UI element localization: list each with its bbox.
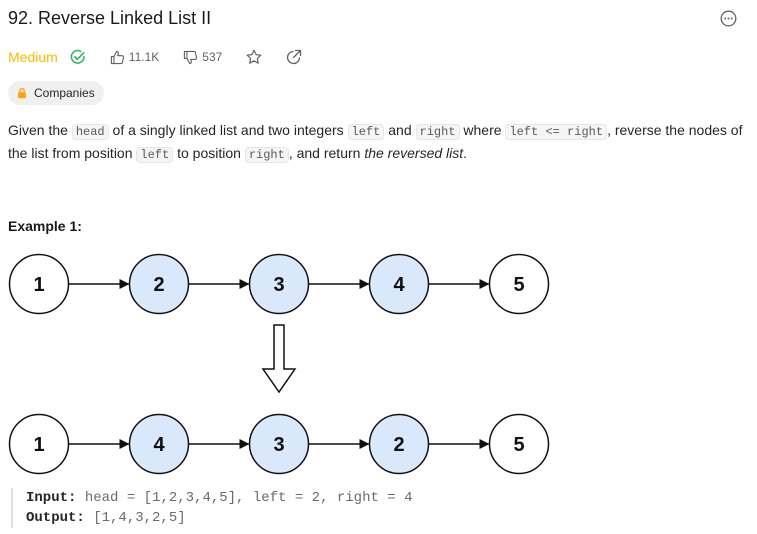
- companies-tag[interactable]: Companies: [8, 81, 104, 105]
- problem-title: 92. Reverse Linked List II: [8, 8, 212, 28]
- transform-arrow-icon: [261, 324, 297, 394]
- input-label: Input:: [26, 490, 77, 506]
- node-value: 5: [513, 434, 524, 456]
- example-block: Input: head = [1,2,3,4,5], left = 2, rig…: [11, 488, 412, 528]
- linked-list-diagram: 1 2 3 4 5 1 4 3 2 5: [8, 253, 550, 475]
- inline-code: left: [136, 147, 174, 163]
- example-title: Example 1:: [8, 218, 82, 234]
- desc-text: where: [459, 122, 506, 138]
- dislike-button[interactable]: 537: [183, 50, 222, 65]
- like-button[interactable]: 11.1K: [110, 50, 159, 65]
- output-label: Output:: [26, 510, 85, 526]
- like-count: 11.1K: [128, 50, 160, 64]
- list-node: [8, 253, 70, 315]
- desc-text: Given the: [8, 122, 72, 138]
- list-node: [488, 253, 550, 315]
- more-options-icon: [720, 10, 737, 27]
- thumbs-up-icon: [110, 50, 124, 64]
- example-output-line: Output: [1,4,3,2,5]: [26, 508, 412, 528]
- inline-code: head: [71, 124, 109, 140]
- node-value: 5: [513, 274, 524, 296]
- star-icon: [246, 49, 262, 64]
- list-node: [128, 253, 190, 315]
- thumbs-down-icon: [184, 50, 198, 64]
- list-node: [128, 413, 190, 475]
- desc-text: .: [463, 145, 468, 161]
- inline-code: right: [415, 124, 460, 140]
- node-value: 4: [153, 434, 165, 456]
- output-value: [1,4,3,2,5]: [93, 510, 186, 526]
- companies-label: Companies: [34, 86, 95, 100]
- node-value: 1: [33, 274, 44, 296]
- lock-icon: [18, 87, 26, 99]
- inline-code: left <= right: [505, 124, 608, 140]
- inline-code: left: [347, 124, 385, 140]
- node-value: 3: [273, 274, 284, 296]
- list-node: [488, 413, 550, 475]
- node-value: 1: [33, 434, 44, 456]
- solved-status: [70, 49, 86, 65]
- desc-text: of a singly linked list and two integers: [108, 122, 348, 138]
- more-options-button[interactable]: [720, 10, 737, 27]
- problem-description: Given the head of a singly linked list a…: [8, 120, 748, 166]
- node-value: 3: [273, 434, 284, 456]
- list-node: [368, 253, 430, 315]
- list-node: [368, 413, 430, 475]
- desc-emphasis: the reversed list: [364, 145, 464, 161]
- list-node: [248, 413, 310, 475]
- input-value: head = [1,2,3,4,5], left = 2, right = 4: [84, 490, 413, 506]
- share-button[interactable]: [286, 49, 302, 65]
- solved-check-icon: [70, 49, 85, 64]
- list-node: [248, 253, 310, 315]
- problem-meta: Medium 11.1K 537: [8, 46, 302, 68]
- node-value: 2: [153, 274, 164, 296]
- example-input-line: Input: head = [1,2,3,4,5], left = 2, rig…: [26, 488, 412, 508]
- list-node: [8, 413, 70, 475]
- desc-text: and: [384, 122, 416, 138]
- dislike-count: 537: [202, 50, 223, 64]
- difficulty-badge: Medium: [8, 49, 58, 65]
- desc-text: , reverse the nodes of the list from pos…: [8, 122, 743, 161]
- favorite-button[interactable]: [246, 49, 262, 65]
- share-icon: [287, 49, 302, 65]
- inline-code: right: [244, 147, 289, 163]
- desc-text: , and return: [288, 145, 365, 161]
- node-value: 4: [393, 274, 405, 296]
- node-value: 2: [393, 434, 404, 456]
- desc-text: to position: [173, 145, 245, 161]
